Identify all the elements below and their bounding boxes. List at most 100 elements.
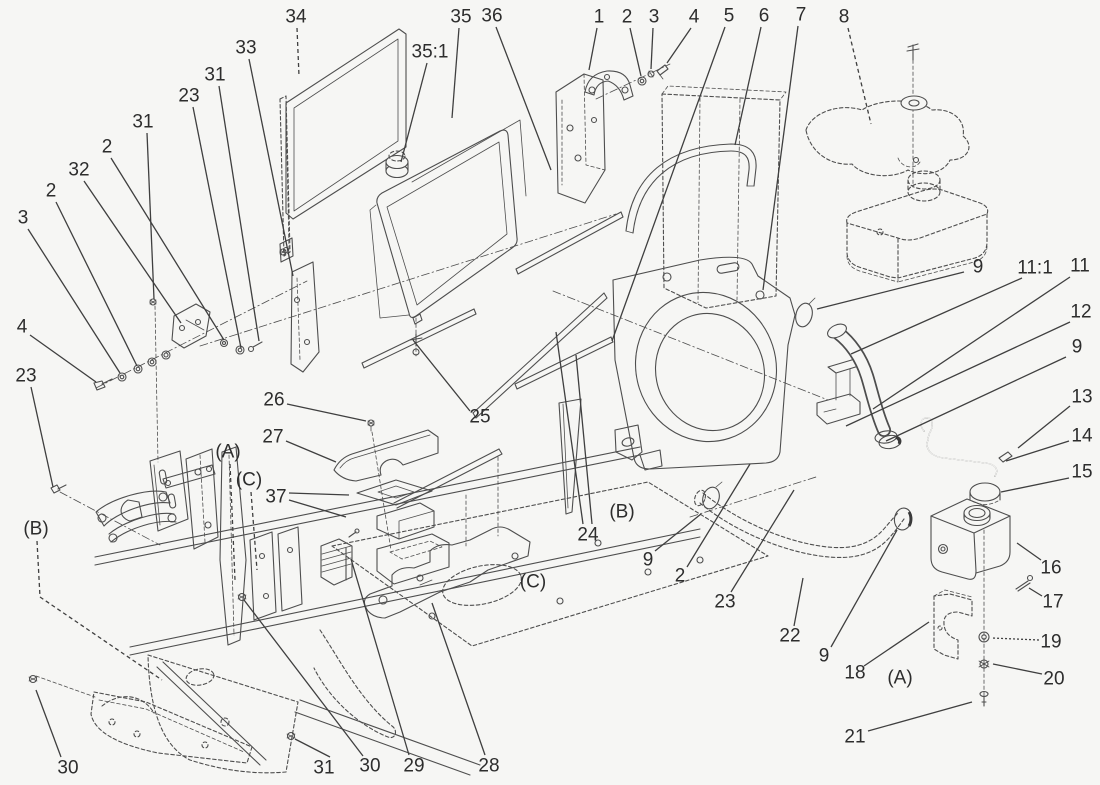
leader-line-11	[872, 276, 1071, 410]
leader-line-19	[991, 637, 1040, 641]
callout-label-35: 35	[450, 7, 471, 28]
leader-line-9	[654, 513, 702, 552]
leader-line-17	[1028, 587, 1043, 597]
callout-label-27: 27	[262, 427, 283, 448]
callout-label-11: 11	[1070, 256, 1090, 277]
callout-label-32: 32	[68, 160, 89, 181]
callout-label-8: 8	[839, 7, 850, 28]
leader-line-5	[611, 26, 726, 342]
callout-label-2: 2	[46, 181, 57, 202]
leader-line-7	[762, 25, 799, 291]
leader-line-30	[35, 689, 62, 758]
leader-line-2	[55, 201, 138, 367]
callout-label-31: 31	[313, 758, 334, 779]
leader-line-31	[146, 132, 155, 300]
leader-line-23	[730, 489, 795, 593]
callout-label-(C): (C)	[520, 572, 546, 593]
callout-label-29: 29	[403, 756, 424, 777]
callout-label-(B): (B)	[23, 519, 48, 540]
callout-label-20: 20	[1043, 669, 1064, 690]
leader-line-8	[847, 27, 872, 125]
seal-strips-drawing	[361, 211, 624, 515]
callout-label-12: 12	[1070, 302, 1091, 323]
callout-label-11:1: 11:1	[1017, 258, 1053, 279]
callout-label-36: 36	[481, 6, 502, 27]
leader-line-35:1	[400, 62, 428, 163]
leader-line-25	[412, 339, 471, 412]
overflow-reservoir-drawing	[920, 417, 1034, 707]
callout-label-6: 6	[759, 6, 770, 27]
leader-line-20	[992, 663, 1043, 675]
leader-line-6	[734, 26, 762, 146]
callout-label-30: 30	[57, 758, 78, 779]
callout-label-(B): (B)	[609, 502, 634, 523]
callout-label-25: 25	[469, 407, 490, 428]
leader-line-9	[885, 356, 1067, 442]
callout-label-16: 16	[1040, 558, 1061, 579]
leader-line-30	[243, 599, 364, 757]
leader-line-24	[555, 331, 584, 525]
leader-line-(B)	[39, 596, 163, 681]
leader-line-29	[350, 558, 410, 756]
callout-label-(A): (A)	[887, 668, 912, 689]
leader-line-27	[285, 440, 337, 463]
callout-label-23: 23	[15, 366, 36, 387]
callout-label-9: 9	[1072, 337, 1083, 358]
leader-line-31	[218, 85, 260, 342]
callout-label-9: 9	[643, 550, 654, 571]
fan-shroud-5-drawing	[612, 256, 796, 471]
leader-line-23	[192, 106, 242, 349]
muffler-drawing	[846, 170, 989, 283]
callout-label-23: 23	[714, 592, 735, 613]
leader-line-(A)	[229, 463, 236, 581]
callout-label-2: 2	[622, 7, 633, 28]
callout-label-24: 24	[577, 525, 599, 546]
lower-hose-drawing	[694, 481, 913, 559]
callout-label-2: 2	[675, 566, 686, 587]
callout-label-7: 7	[796, 5, 807, 26]
leader-line-21	[867, 701, 973, 732]
leader-line-22	[793, 577, 804, 627]
support-bracket-33-drawing	[279, 248, 320, 373]
frame-drawing	[28, 446, 769, 776]
support-28-drawing	[363, 526, 531, 619]
callout-label-17: 17	[1042, 592, 1063, 613]
left-hardware-drawing	[50, 298, 263, 494]
leader-line-(C)	[250, 491, 258, 571]
leader-line-26	[286, 403, 367, 422]
callout-label-9: 9	[973, 257, 984, 278]
callout-label-26: 26	[263, 390, 284, 411]
callout-label-30: 30	[359, 756, 380, 777]
leader-line-9	[816, 271, 965, 310]
leader-line-3	[27, 228, 121, 374]
construction-lines	[59, 59, 985, 707]
callout-label-4: 4	[689, 7, 700, 28]
callout-label-34: 34	[285, 7, 307, 28]
callout-label-9: 9	[819, 646, 830, 667]
upper-hose-drawing	[795, 297, 902, 450]
solenoid-29-drawing	[320, 528, 360, 586]
callout-label-1: 1	[594, 7, 605, 28]
leader-line-34	[296, 27, 300, 77]
engine-plate-7-drawing	[661, 85, 787, 309]
mount-37-drawing	[333, 419, 503, 585]
heat-shield-8-drawing	[805, 43, 970, 177]
leader-line-1	[588, 27, 598, 71]
leader-line-18	[863, 621, 930, 667]
air-seal-6-drawing	[625, 143, 757, 234]
leader-line-2	[110, 157, 225, 341]
leader-line-11:1	[850, 277, 1023, 355]
leader-line-2	[629, 27, 642, 77]
callout-label-3: 3	[18, 208, 29, 229]
leader-line-24	[575, 354, 593, 525]
callout-label-33: 33	[235, 38, 256, 59]
leader-line-31	[294, 738, 331, 758]
leader-line-32	[83, 180, 182, 324]
radiator-screen-drawing	[279, 28, 407, 263]
leader-line-36	[495, 26, 552, 171]
callout-label-35:1: 35:1	[412, 42, 449, 63]
leader-line-28	[431, 602, 486, 756]
